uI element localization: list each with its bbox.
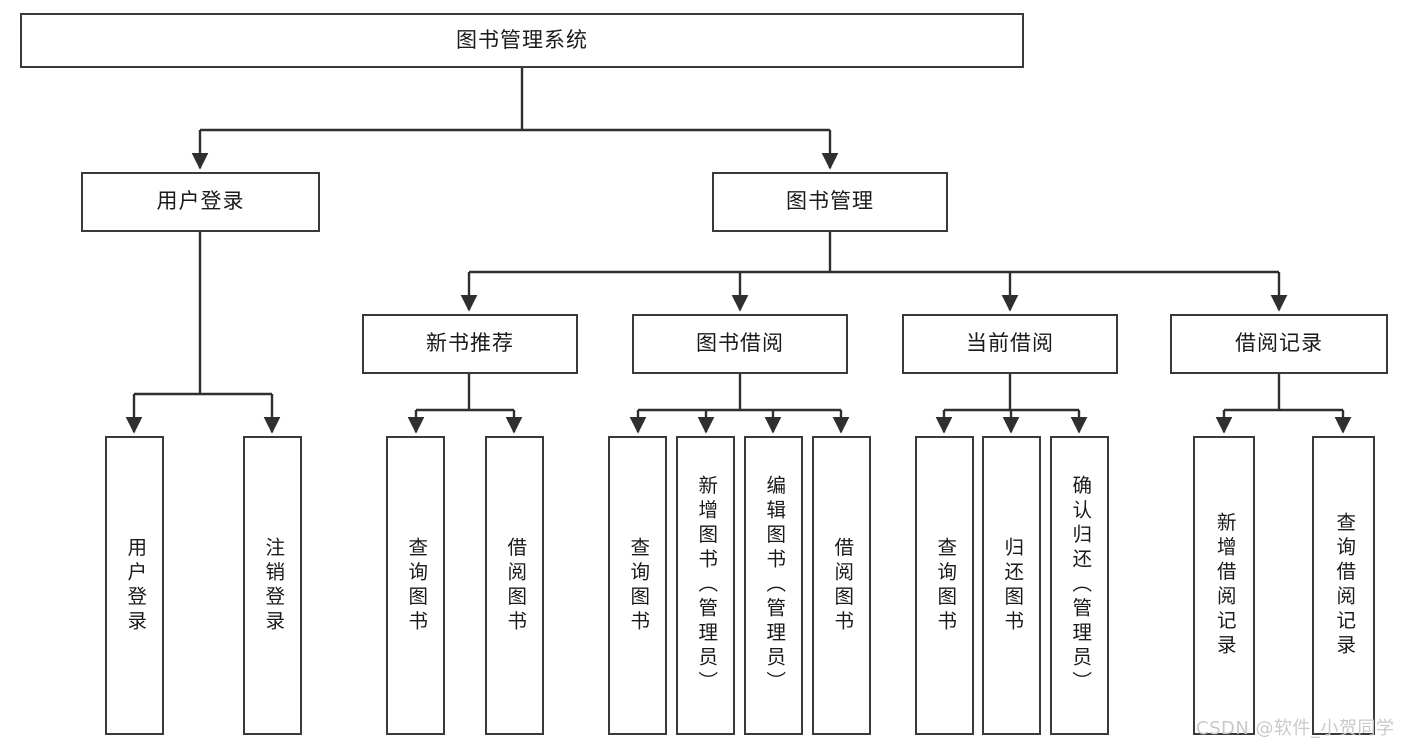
leaf-confirm-return-admin[interactable]: 确认归还（管理员） xyxy=(1050,436,1109,735)
node-borrow-record[interactable]: 借阅记录 xyxy=(1170,314,1388,374)
node-new-book-recommendation[interactable]: 新书推荐 xyxy=(362,314,578,374)
node-label: 新书推荐 xyxy=(426,331,514,356)
node-label: 新增图书（管理员） xyxy=(694,475,718,696)
node-label: 查询图书 xyxy=(933,536,957,635)
node-label: 归还图书 xyxy=(1000,536,1024,635)
node-label: 图书管理系统 xyxy=(456,27,588,52)
node-label: 当前借阅 xyxy=(966,331,1054,356)
node-label: 借阅图书 xyxy=(503,536,527,635)
leaf-query-book-borrow[interactable]: 查询图书 xyxy=(608,436,667,735)
node-user-login[interactable]: 用户登录 xyxy=(81,172,320,232)
node-label: 查询借阅记录 xyxy=(1332,512,1356,659)
leaf-return-book[interactable]: 归还图书 xyxy=(982,436,1041,735)
node-label: 用户登录 xyxy=(156,189,245,214)
node-label: 查询图书 xyxy=(626,536,650,635)
node-book-management[interactable]: 图书管理 xyxy=(712,172,948,232)
node-label: 借阅记录 xyxy=(1235,331,1323,356)
node-label: 查询图书 xyxy=(404,536,428,635)
leaf-add-book-admin[interactable]: 新增图书（管理员） xyxy=(676,436,735,735)
node-label: 借阅图书 xyxy=(830,536,854,635)
node-label: 图书借阅 xyxy=(696,331,784,356)
leaf-user-login[interactable]: 用户登录 xyxy=(105,436,164,735)
node-label: 注销登录 xyxy=(261,536,285,635)
watermark-text: CSDN @软件_小贺同学 xyxy=(1196,718,1395,739)
leaf-edit-book-admin[interactable]: 编辑图书（管理员） xyxy=(744,436,803,735)
node-label: 编辑图书（管理员） xyxy=(762,475,786,696)
leaf-logout[interactable]: 注销登录 xyxy=(243,436,302,735)
leaf-query-borrow-record[interactable]: 查询借阅记录 xyxy=(1312,436,1375,735)
node-current-borrow[interactable]: 当前借阅 xyxy=(902,314,1118,374)
leaf-add-borrow-record[interactable]: 新增借阅记录 xyxy=(1193,436,1255,735)
node-label: 确认归还（管理员） xyxy=(1068,475,1092,696)
node-label: 图书管理 xyxy=(786,189,874,214)
leaf-query-book-current[interactable]: 查询图书 xyxy=(915,436,974,735)
leaf-query-book-rec[interactable]: 查询图书 xyxy=(386,436,445,735)
leaf-borrow-book[interactable]: 借阅图书 xyxy=(812,436,871,735)
leaf-borrow-book-rec[interactable]: 借阅图书 xyxy=(485,436,544,735)
node-book-borrow[interactable]: 图书借阅 xyxy=(632,314,848,374)
node-root-system[interactable]: 图书管理系统 xyxy=(20,13,1024,68)
node-label: 用户登录 xyxy=(123,536,147,635)
node-label: 新增借阅记录 xyxy=(1213,512,1237,659)
